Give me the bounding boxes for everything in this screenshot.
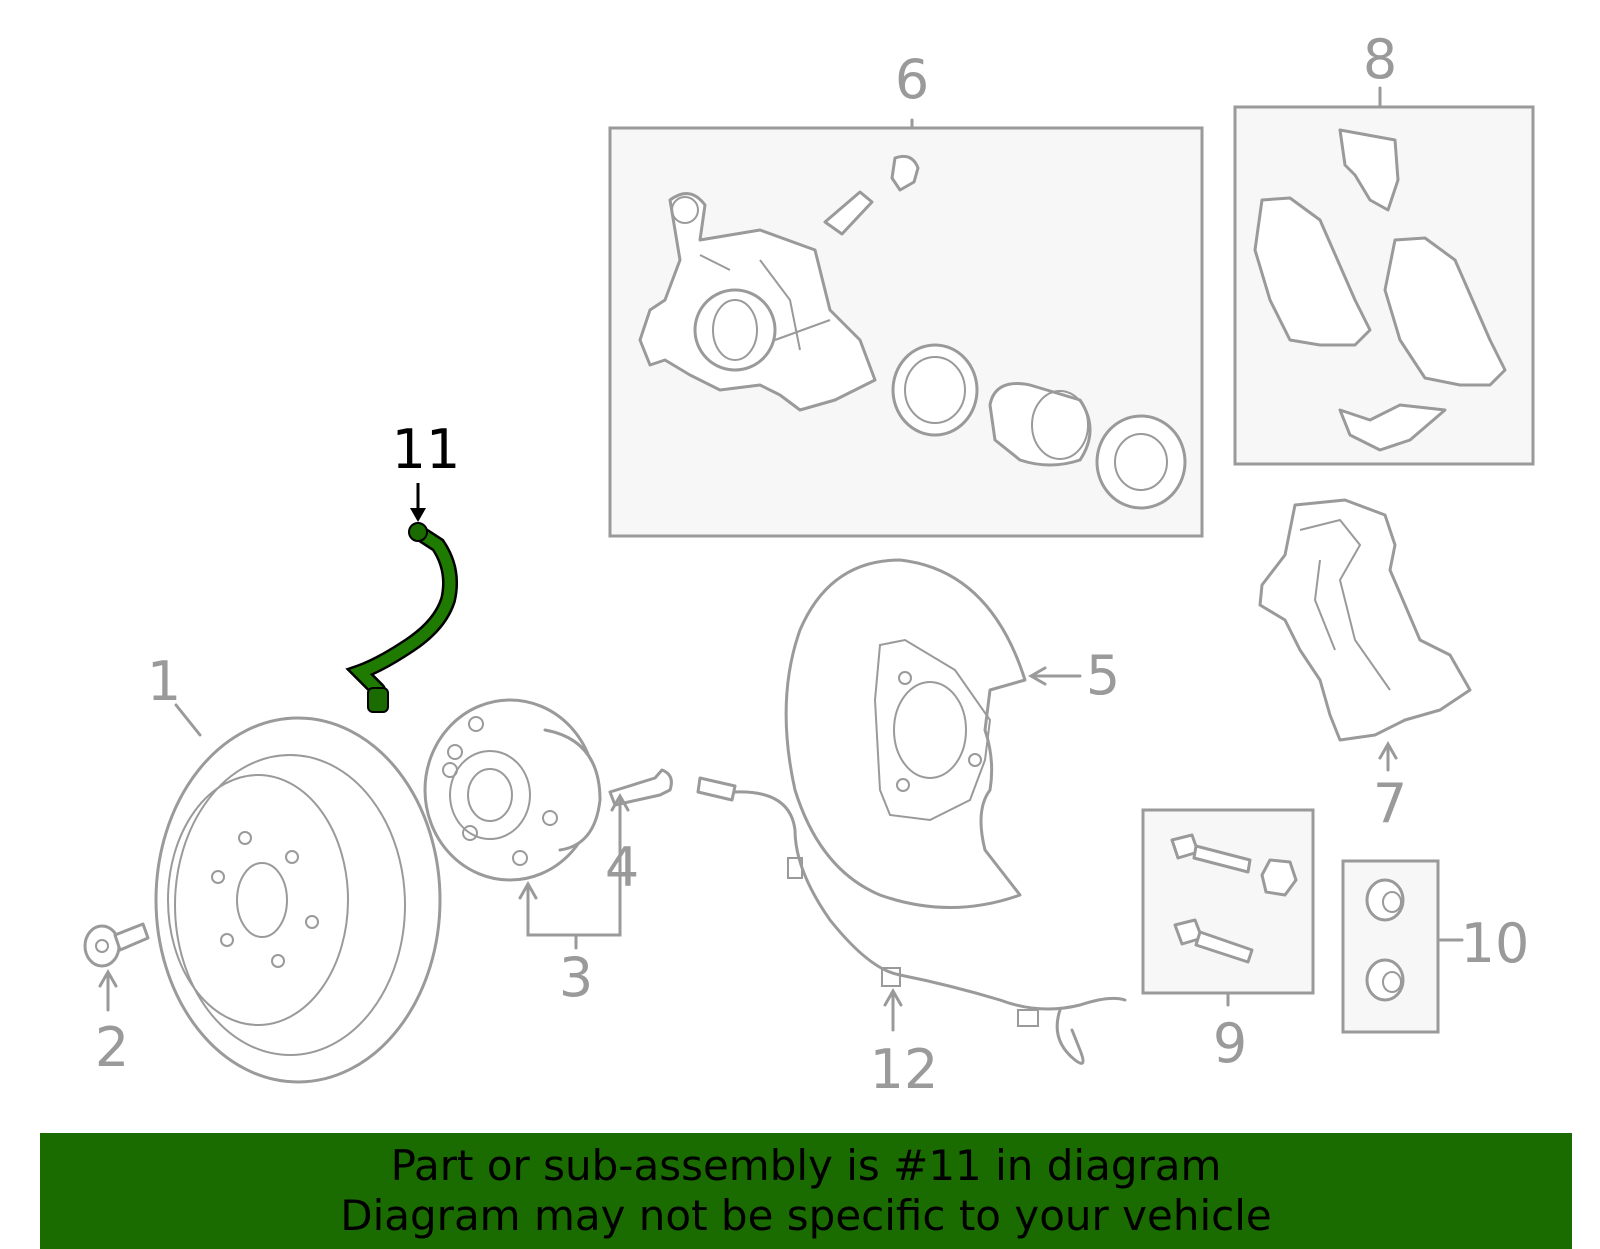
callout-3: 3 (559, 946, 593, 1009)
parts-diagram: 6 8 11 1 5 7 4 3 2 12 9 10 (83, 28, 1535, 1101)
caliper-bracket-part[interactable] (1258, 498, 1472, 742)
abs-sensor-part[interactable] (696, 776, 1127, 1065)
callout-4: 4 (605, 836, 639, 899)
brake-pads-part[interactable] (1253, 128, 1507, 452)
callout-6: 6 (895, 48, 929, 111)
caliper-part[interactable] (638, 192, 877, 412)
leader-lines (98, 86, 1464, 1032)
callout-12: 12 (870, 1038, 939, 1101)
callout-8: 8 (1363, 28, 1397, 91)
callout-9: 9 (1213, 1012, 1247, 1075)
callout-5: 5 (1086, 644, 1120, 707)
guide-pin-boots-part[interactable] (1365, 878, 1405, 1002)
piston-seal-part[interactable] (891, 343, 979, 437)
callout-7: 7 (1373, 772, 1407, 835)
brake-rotor-part[interactable] (154, 716, 442, 1084)
rotor-screw-part[interactable] (83, 922, 150, 968)
banner-line-1: Part or sub-assembly is #11 in diagram (390, 1141, 1222, 1190)
callout-1: 1 (147, 650, 181, 713)
banner-line-2: Diagram may not be specific to your vehi… (340, 1191, 1272, 1240)
callout-2: 2 (95, 1016, 129, 1079)
caliper-bolts-part[interactable] (1170, 833, 1298, 964)
dust-shield-part[interactable] (784, 558, 1027, 909)
wheel-stud-part[interactable] (608, 768, 673, 807)
info-banner: Part or sub-assembly is #11 in diagram D… (40, 1133, 1572, 1249)
bolt-kit-box (1141, 808, 1315, 995)
bleeder-screw-part[interactable] (823, 154, 920, 236)
callout-11: 11 (392, 418, 461, 481)
hub-bearing-part[interactable] (423, 698, 602, 882)
dust-boot-part[interactable] (1095, 414, 1187, 510)
piston-part[interactable] (988, 382, 1092, 467)
brake-hose-part[interactable] (345, 522, 458, 713)
callout-10: 10 (1461, 912, 1530, 975)
